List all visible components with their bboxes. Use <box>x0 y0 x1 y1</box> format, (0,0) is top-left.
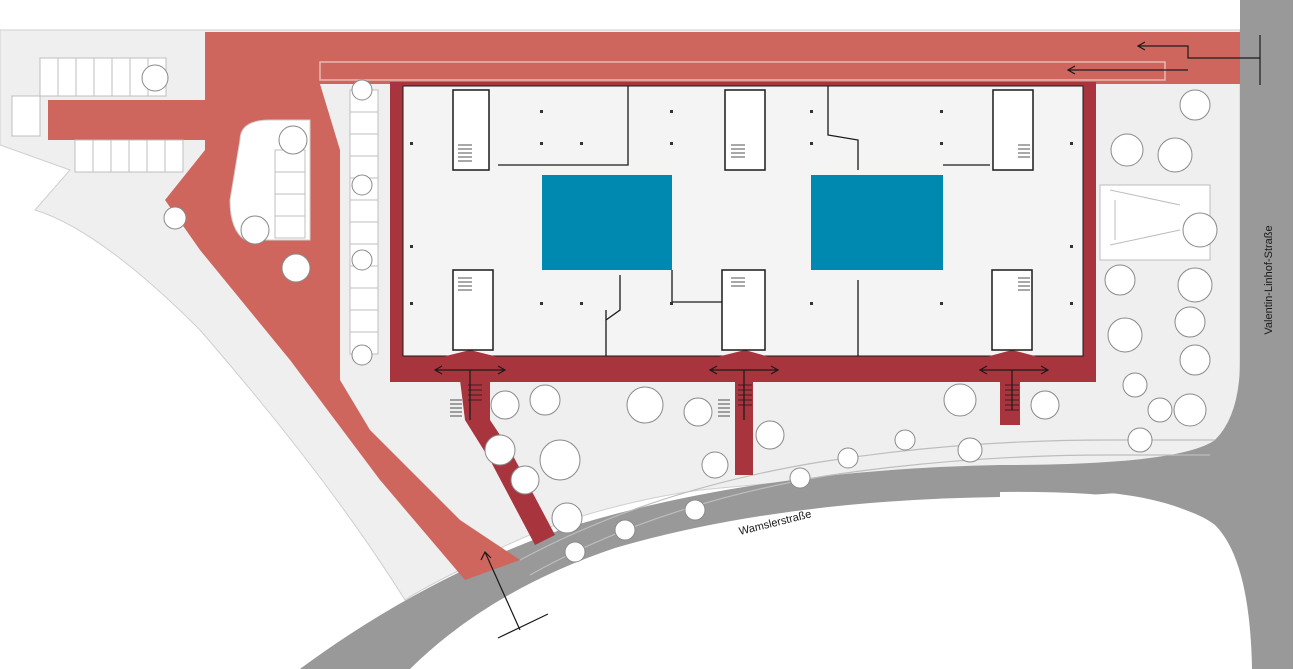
courtyard-west <box>542 175 672 270</box>
walkway-strip <box>519 439 1215 576</box>
roads <box>300 0 1293 669</box>
road-valentin-linhof-strasse <box>1240 0 1293 669</box>
east-ramp <box>1099 184 1211 261</box>
north-canopy <box>319 61 1166 81</box>
street-label-valentin-linhof-strasse: Valentin-Linhof-Straße <box>1263 225 1275 334</box>
west-parking-access <box>48 100 230 140</box>
road-south-sweep <box>300 360 1262 669</box>
arrow-icon <box>433 35 1261 639</box>
columns <box>410 110 1073 305</box>
access-routes <box>48 32 1240 580</box>
courtyards <box>542 175 943 270</box>
courtyard-east <box>811 175 943 270</box>
north-access-lane <box>205 32 1240 84</box>
tree-icon <box>141 64 1218 563</box>
